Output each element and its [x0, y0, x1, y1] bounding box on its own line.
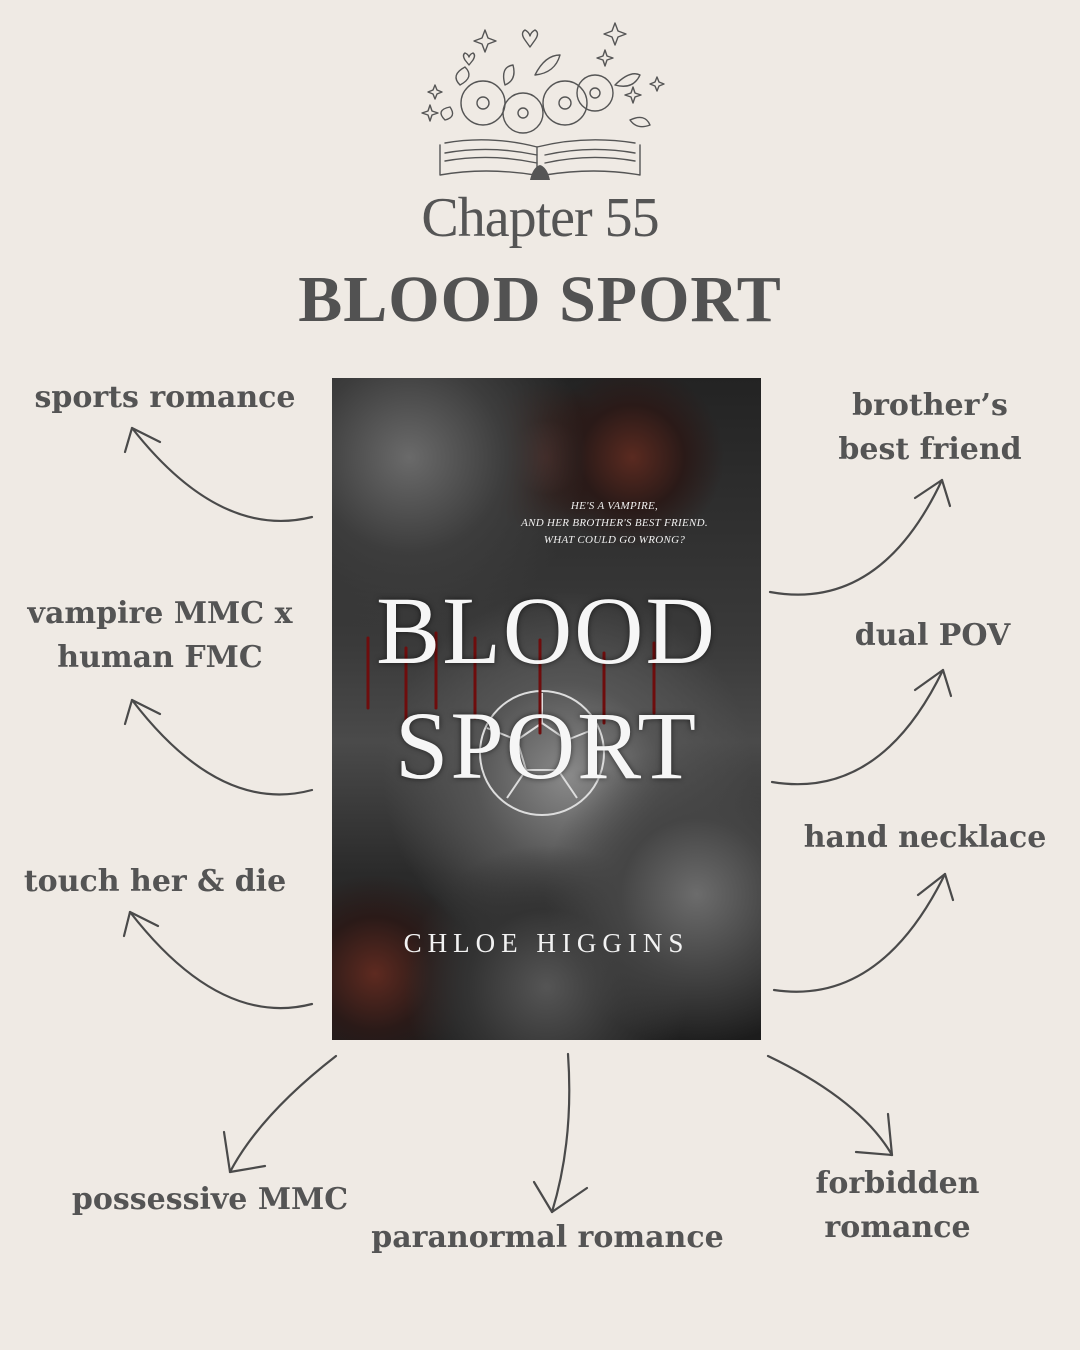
- arrow-to-touch-her-die-icon: [122, 910, 314, 1010]
- book-cover: HE'S A VAMPIRE, AND HER BROTHER'S BEST F…: [332, 378, 761, 1040]
- open-book-with-flowers-icon: [421, 22, 665, 180]
- bookmark-icon: [530, 165, 550, 180]
- arrow-to-forbidden-romance-icon: [766, 1054, 894, 1157]
- trope-touch-her-and-die: touch her & die: [23, 864, 287, 899]
- arrow-to-brothers-best-friend-icon: [768, 478, 952, 596]
- trope-sports-romance: sports romance: [34, 380, 296, 415]
- trope-paranormal-romance: paranormal romance: [371, 1220, 724, 1255]
- trope-dual-pov: dual POV: [854, 618, 1011, 653]
- page-title: BLOOD SPORT: [298, 263, 782, 336]
- cover-author: CHLOE HIGGINS: [403, 928, 690, 958]
- arrow-to-vampire-mmc-icon: [123, 698, 314, 796]
- trope-possessive-mmc: possessive MMC: [71, 1182, 349, 1217]
- trope-brothers-best-friend: brother’s best friend: [838, 388, 1022, 467]
- trope-vampire-mmc-human-fmc: vampire MMC x human FMC: [27, 596, 293, 675]
- arrow-to-dual-pov-icon: [770, 668, 953, 786]
- cover-tagline: HE'S A VAMPIRE, AND HER BROTHER'S BEST F…: [521, 500, 708, 546]
- trope-hand-necklace: hand necklace: [803, 820, 1047, 855]
- chapter-number: Chapter 55: [421, 187, 659, 249]
- soccer-ball-icon: [366, 631, 656, 816]
- arrow-to-hand-necklace-icon: [772, 872, 955, 993]
- cover-title-line2: SPORT: [394, 692, 698, 799]
- cover-title-line1: BLOOD: [376, 577, 717, 684]
- arrow-to-possessive-mmc-icon: [222, 1054, 338, 1174]
- trope-forbidden-romance: forbidden romance: [815, 1166, 980, 1245]
- arrow-to-sports-romance-icon: [123, 426, 314, 522]
- arrow-to-paranormal-romance-icon: [532, 1052, 589, 1214]
